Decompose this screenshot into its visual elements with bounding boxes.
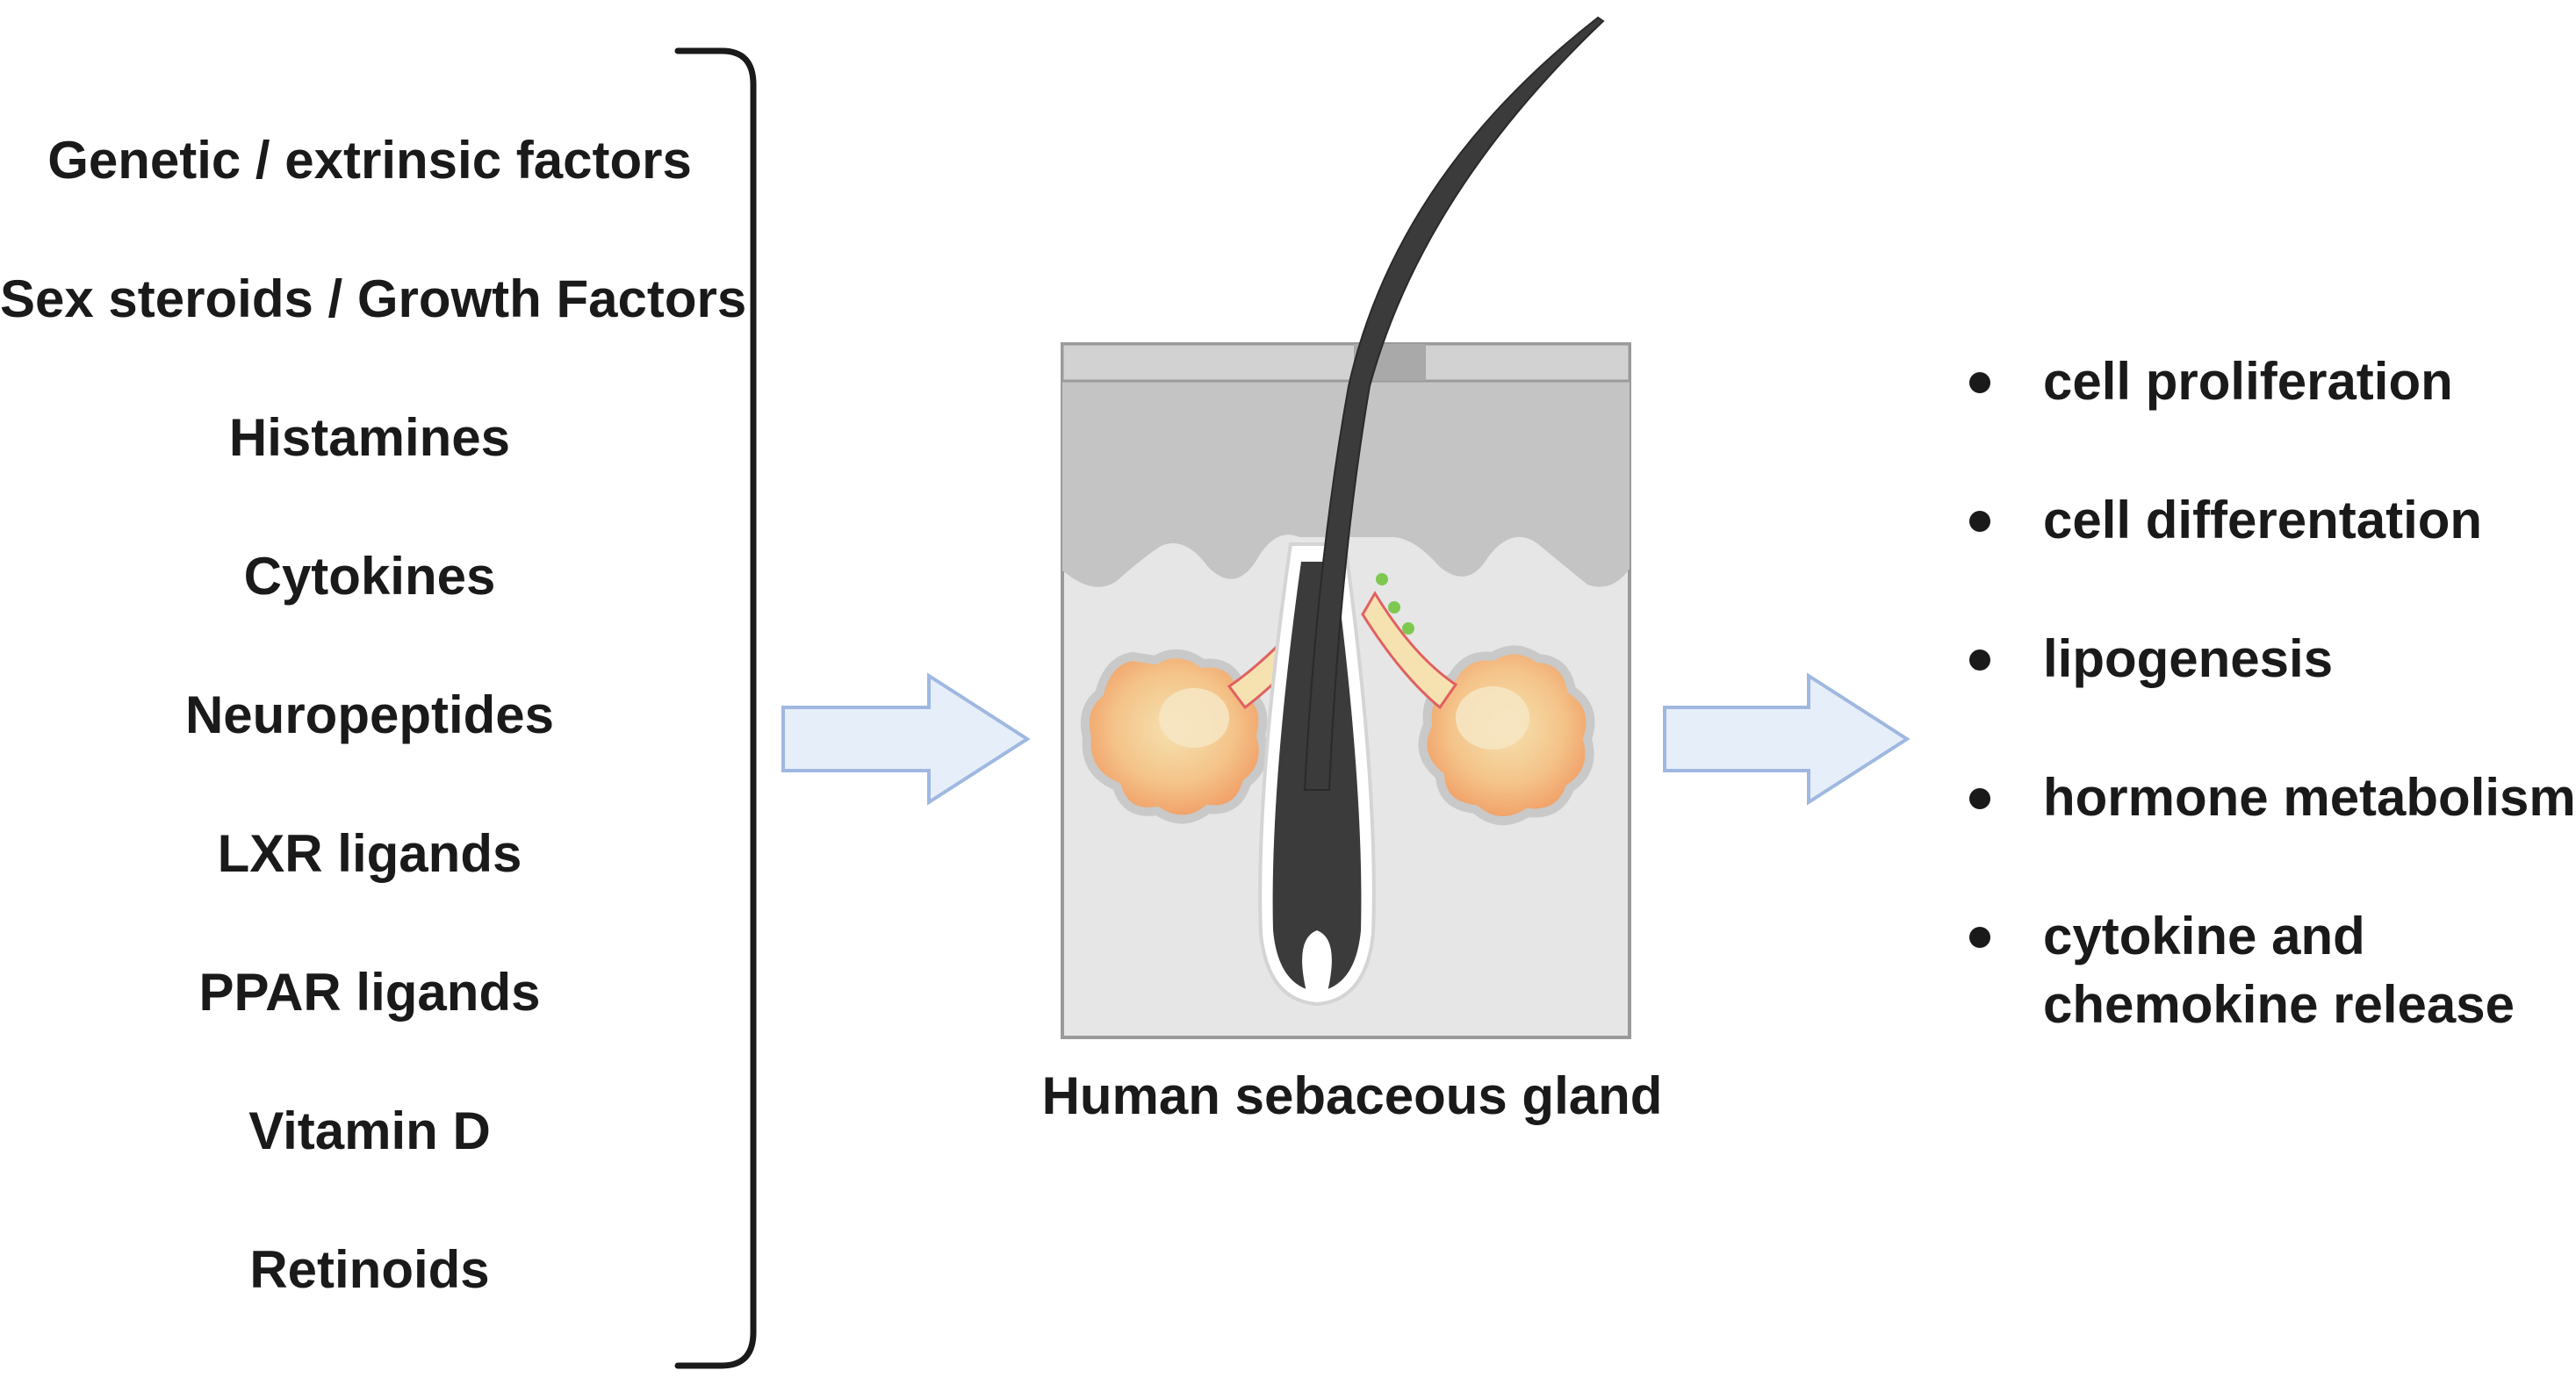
factor-histamines: Histamines [228,408,511,467]
bullet-icon [1969,788,1990,809]
factor-sex-steroids-growth: Sex steroids / Growth Factors [0,269,747,328]
hair-shaft [1303,16,1605,791]
factor-vitamin-d: Vitamin D [248,1101,491,1160]
bullet-icon [1969,649,1990,671]
factor-genetic-extrinsic: Genetic / extrinsic factors [47,131,692,190]
right-bracket [674,47,757,1369]
factor-retinoids: Retinoids [249,1240,490,1299]
gland-label: Human sebaceous gland [1041,1066,1663,1125]
factor-neuropeptides: Neuropeptides [184,685,555,744]
output-arrow [1663,672,1910,806]
factor-lxr-ligands: LXR ligands [217,824,522,883]
input-arrow [781,672,1031,806]
factor-ppar-ligands: PPAR ligands [198,963,541,1022]
sebaceous-gland-illustration [1061,342,1631,1039]
bullet-icon [1969,372,1990,393]
factor-cytokines: Cytokines [243,547,496,606]
bullet-icon [1969,511,1990,532]
bullet-icon [1969,927,1990,948]
